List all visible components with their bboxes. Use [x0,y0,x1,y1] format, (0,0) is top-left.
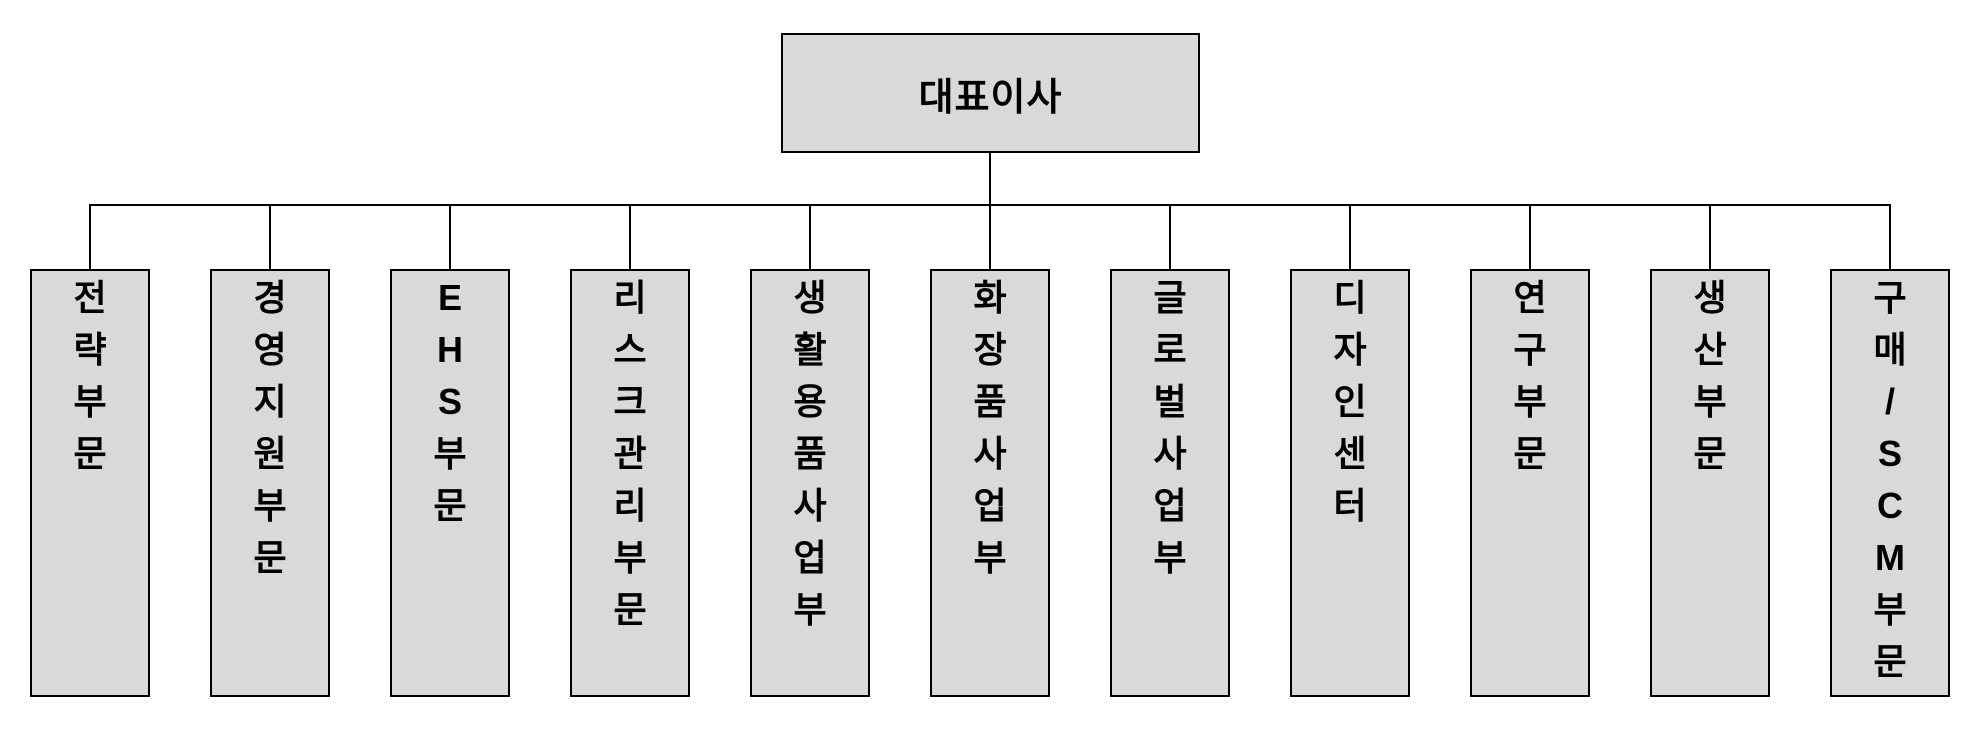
dept-label-char: 사 [973,433,1007,474]
dept-label-char: 관 [613,433,647,474]
dept-label-char: 활 [793,329,827,370]
dept-label-char: 부 [1153,537,1187,578]
dept-label-char: 문 [73,433,107,474]
connector-stub [269,204,271,269]
dept-label-char: 경 [253,277,287,318]
dept-label-char: 센 [1333,433,1367,474]
dept-label-char: 전 [73,277,107,318]
dept-label-char: 품 [973,381,1007,422]
dept-label-char: 지 [253,381,287,422]
dept-label-char: 부 [253,485,287,526]
connector-stub [1349,204,1351,269]
dept-label-char: 글 [1153,277,1187,318]
dept-label-char: 부 [973,537,1007,578]
dept-label-char: 로 [1153,329,1187,370]
dept-label-char: 사 [793,485,827,526]
dept-label-char: 구 [1513,329,1547,370]
dept-label-char: 업 [973,485,1007,526]
dept-label-char: 생 [793,277,827,318]
dept-label-char: 인 [1333,381,1367,422]
dept-label-char: S [437,381,462,422]
dept-label-char: 장 [973,329,1007,370]
connector-stub [809,204,811,269]
dept-label-char: C [1877,485,1903,526]
connector-stub [1889,204,1891,269]
connector-stub [1169,204,1171,269]
dept-label-char: 매 [1873,329,1907,370]
dept-label-char: 품 [793,433,827,474]
dept-label-char: 부 [73,381,107,422]
root-box-label: 대표이사 [918,76,1063,119]
dept-label-char: 화 [973,277,1007,318]
dept-label-char: 영 [253,329,287,370]
dept-label-char: 부 [1513,381,1547,422]
dept-label-char: 업 [793,537,827,578]
dept-label-char: 구 [1873,277,1907,318]
root-box-ceo: 대표이사 [781,33,1200,153]
dept-label-char: 부 [793,589,827,630]
dept-label-char: 문 [433,485,467,526]
dept-label-char: 스 [613,329,647,370]
dept-label-char: 문 [253,537,287,578]
dept-label-char: 디 [1333,277,1367,318]
connector-stub [1709,204,1711,269]
dept-label-char: / [1884,381,1895,422]
dept-label-char: 자 [1333,329,1367,370]
dept-label-char: M [1875,537,1905,578]
connector-stub [1529,204,1531,269]
connector-stub [89,204,91,269]
connector-drop-line [989,153,991,206]
dept-label-char: 벌 [1153,381,1187,422]
dept-label-char: 략 [73,329,107,370]
dept-label-char: 리 [613,277,647,318]
connector-stub [449,204,451,269]
dept-label-char: 부 [1693,381,1727,422]
dept-label-char: 크 [613,381,647,422]
dept-label-char: 문 [1693,433,1727,474]
dept-label-char: 원 [253,433,287,474]
dept-label-char: 문 [613,589,647,630]
dept-label-char: 산 [1693,329,1727,370]
dept-label-char: 부 [1873,589,1907,630]
dept-label-char: 사 [1153,433,1187,474]
dept-label-char: S [1877,433,1902,474]
dept-label-char: 문 [1873,641,1907,682]
connector-stub [629,204,631,269]
dept-label-char: 터 [1333,485,1367,526]
dept-label-char: 부 [613,537,647,578]
dept-label-char: 업 [1153,485,1187,526]
dept-label-char: 용 [793,381,827,422]
dept-label-char: H [437,329,463,370]
dept-label-char: 부 [433,433,467,474]
dept-label-char: 리 [613,485,647,526]
dept-label-char: 문 [1513,433,1547,474]
dept-label-char: E [437,277,462,318]
connector-stub [989,204,991,269]
dept-label-char: 생 [1693,277,1727,318]
dept-label-char: 연 [1513,277,1547,318]
